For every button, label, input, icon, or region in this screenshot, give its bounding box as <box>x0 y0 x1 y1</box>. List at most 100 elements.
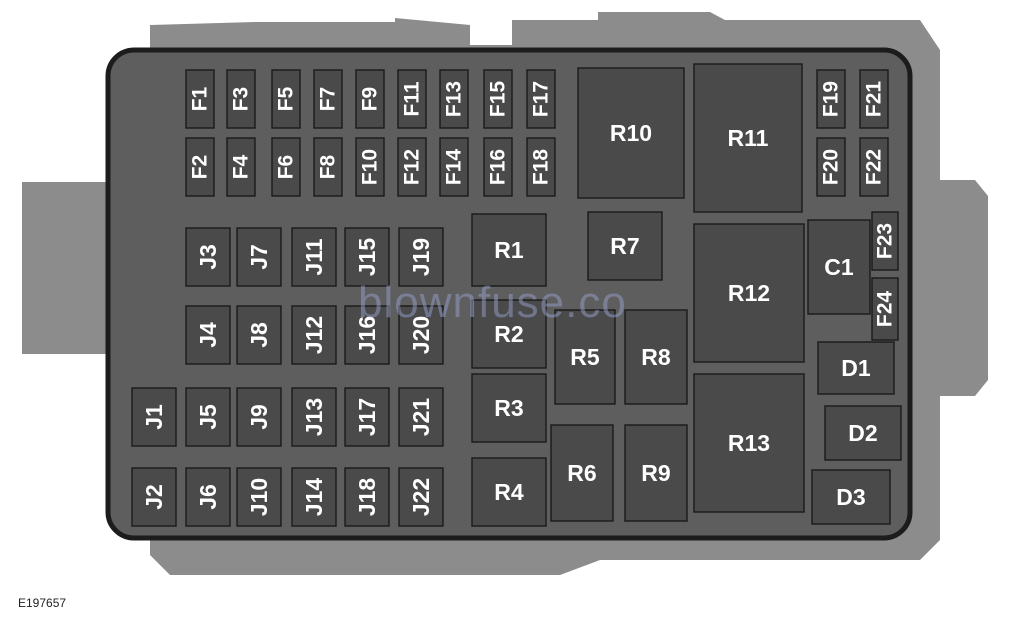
slot-r5: R5 <box>554 309 616 405</box>
slot-j7: J7 <box>236 227 282 287</box>
slot-r8: R8 <box>624 309 688 405</box>
slot-outline <box>236 387 282 447</box>
slot-outline <box>554 309 616 405</box>
slot-label: J17 <box>354 398 380 436</box>
slot-outline <box>577 67 685 199</box>
slot-j4: J4 <box>185 305 231 365</box>
slot-outline <box>185 305 231 365</box>
slot-outline <box>816 137 846 197</box>
slot-f6: F6 <box>271 137 301 197</box>
slot-label: F12 <box>401 149 424 185</box>
slot-outline <box>185 69 215 129</box>
slot-outline <box>271 137 301 197</box>
slot-j9: J9 <box>236 387 282 447</box>
slot-f16: F16 <box>483 137 513 197</box>
slot-label: J14 <box>301 478 327 517</box>
slot-outline <box>236 467 282 527</box>
slot-label: F3 <box>230 87 253 112</box>
slot-label: D1 <box>841 355 871 381</box>
slot-r1: R1 <box>471 213 547 287</box>
slot-outline <box>355 137 385 197</box>
slot-r13: R13 <box>693 373 805 513</box>
slot-outline <box>344 305 390 365</box>
slot-outline <box>398 227 444 287</box>
slot-label: J9 <box>246 404 272 430</box>
slot-outline <box>550 424 614 522</box>
slot-outline <box>291 467 337 527</box>
slot-label: R8 <box>641 344 671 370</box>
slot-outline <box>398 387 444 447</box>
slot-label: R9 <box>641 460 670 486</box>
slot-label: F9 <box>359 87 382 112</box>
slot-label: J5 <box>195 404 221 430</box>
slot-d1: D1 <box>817 341 895 395</box>
slot-label: J2 <box>141 484 167 510</box>
slot-outline <box>236 305 282 365</box>
slot-label: R5 <box>570 344 600 370</box>
slot-label: R3 <box>494 395 523 421</box>
slot-layer: F1F2F3F4F5F6F7F8F9F10F11F12F13F14F15F16F… <box>131 63 902 527</box>
slot-outline <box>439 137 469 197</box>
slot-outline <box>693 223 805 363</box>
slot-label: R11 <box>728 125 769 151</box>
slot-outline <box>871 211 899 271</box>
slot-label: J21 <box>408 398 434 437</box>
slot-j8: J8 <box>236 305 282 365</box>
slot-label: J22 <box>408 478 434 516</box>
slot-outline <box>344 387 390 447</box>
slot-outline <box>291 387 337 447</box>
slot-outline <box>355 69 385 129</box>
slot-outline <box>526 137 556 197</box>
slot-label: R12 <box>728 280 770 306</box>
slot-outline <box>471 373 547 443</box>
slot-j11: J11 <box>291 227 337 287</box>
slot-label: F20 <box>820 149 843 185</box>
slot-outline <box>483 137 513 197</box>
slot-f8: F8 <box>313 137 343 197</box>
slot-outline <box>185 137 215 197</box>
slot-c1: C1 <box>807 219 871 315</box>
slot-label: J7 <box>246 244 272 270</box>
slot-outline <box>291 305 337 365</box>
slot-outline <box>587 211 663 281</box>
slot-label: F23 <box>874 223 897 259</box>
slot-f9: F9 <box>355 69 385 129</box>
slot-j5: J5 <box>185 387 231 447</box>
slot-j14: J14 <box>291 467 337 527</box>
slot-j2: J2 <box>131 467 177 527</box>
slot-r2: R2 <box>471 299 547 369</box>
slot-label: F15 <box>487 81 510 118</box>
slot-label: J4 <box>195 322 221 348</box>
slot-label: F24 <box>874 291 897 328</box>
slot-outline <box>313 69 343 129</box>
slot-label: F6 <box>275 155 298 180</box>
slot-label: J6 <box>195 484 221 510</box>
slot-label: J12 <box>301 316 327 354</box>
slot-label: J10 <box>246 478 272 516</box>
slot-f10: F10 <box>355 137 385 197</box>
slot-f23: F23 <box>871 211 899 271</box>
slot-outline <box>185 387 231 447</box>
slot-outline <box>471 299 547 369</box>
slot-r9: R9 <box>624 424 688 522</box>
left-connector <box>22 182 122 354</box>
slot-j22: J22 <box>398 467 444 527</box>
slot-outline <box>811 469 891 525</box>
slot-label: J3 <box>195 244 221 270</box>
slot-r6: R6 <box>550 424 614 522</box>
slot-j15: J15 <box>344 227 390 287</box>
slot-j13: J13 <box>291 387 337 447</box>
slot-outline <box>271 69 301 129</box>
slot-label: R10 <box>610 120 652 146</box>
slot-outline <box>398 467 444 527</box>
slot-label: J16 <box>354 316 380 354</box>
figure-code: E197657 <box>18 596 67 610</box>
slot-label: F7 <box>317 87 340 112</box>
slot-f19: F19 <box>816 69 846 129</box>
slot-outline <box>859 137 889 197</box>
slot-outline <box>131 387 177 447</box>
slot-j1: J1 <box>131 387 177 447</box>
slot-f15: F15 <box>483 69 513 129</box>
slot-r11: R11 <box>693 63 803 213</box>
slot-label: J11 <box>301 238 327 275</box>
